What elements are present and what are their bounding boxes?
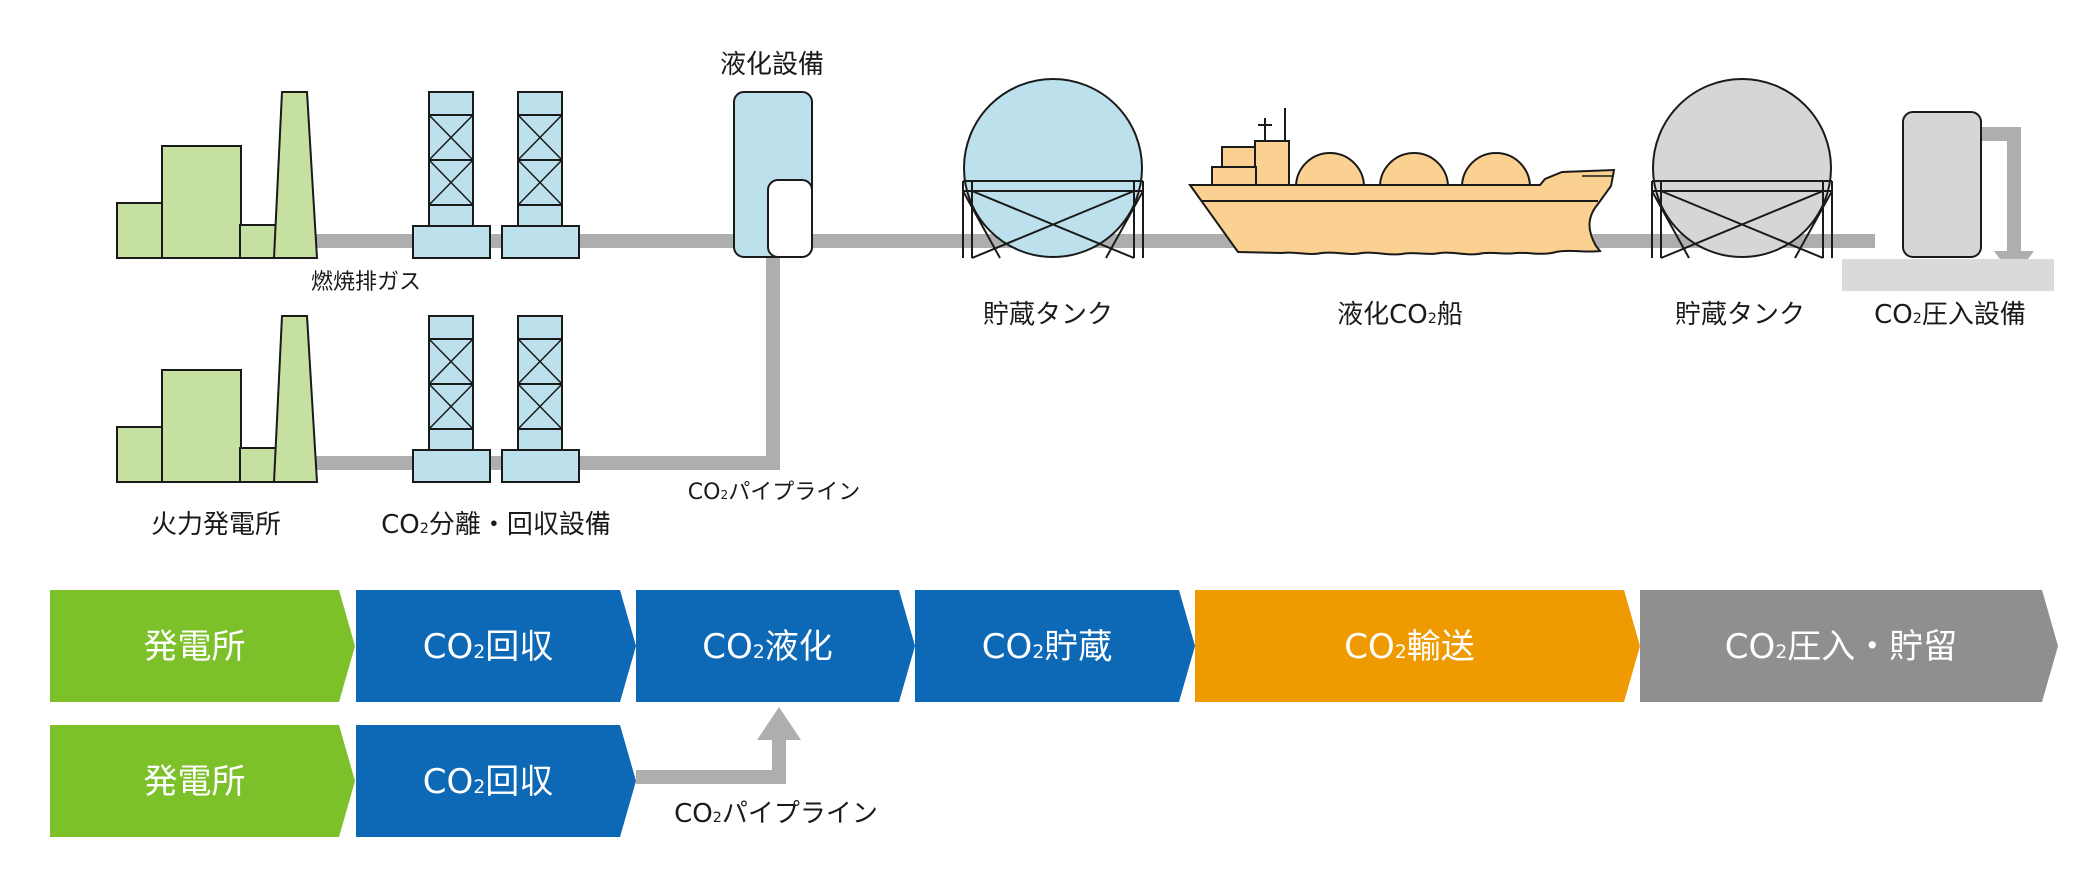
process-step-arrow: CO2圧入・貯留 xyxy=(1640,590,2058,702)
vertical-pipe xyxy=(766,252,780,470)
process-step-label: CO2貯蔵 xyxy=(982,627,1112,667)
process-step-shape xyxy=(50,725,355,837)
process-step-label: CO2回収 xyxy=(423,762,553,802)
process-step-shape xyxy=(915,590,1195,702)
process-step-label: 発電所 xyxy=(144,627,246,667)
process-step-shape xyxy=(356,725,636,837)
process-step-shape xyxy=(356,590,636,702)
liquefaction-facility-label: 液化設備 xyxy=(720,50,824,80)
co2-ship-label: 液化CO2船 xyxy=(1337,300,1463,330)
capture-tower-icon xyxy=(412,91,491,259)
capture-tower-icon xyxy=(412,315,491,483)
flow-row-secondary: 発電所 CO2回収 xyxy=(50,725,636,837)
process-step-arrow: CO2液化 xyxy=(636,590,915,702)
process-step-label: 発電所 xyxy=(144,762,246,802)
power-plant-icon xyxy=(116,315,319,483)
storage-tank-icon xyxy=(962,78,1144,259)
injection-pipe-v xyxy=(2007,127,2021,253)
diagram-labels: 液化設備 燃焼排ガス 貯蔵タンク 液化CO2船 貯蔵タンク CO2圧入設備 CO… xyxy=(151,50,2026,540)
power-plant-icon xyxy=(116,91,319,259)
storage-tank-icon xyxy=(1651,78,1833,259)
process-step-shape xyxy=(50,590,355,702)
power-plant-label: 火力発電所 xyxy=(151,510,281,540)
process-step-label: CO2輸送 xyxy=(1344,627,1474,667)
injection-facility-icon xyxy=(1902,111,1982,258)
pipeline-connector-arrowhead xyxy=(757,707,801,740)
pipeline-label: CO2パイプライン xyxy=(688,480,860,505)
process-step-arrow: CO2貯蔵 xyxy=(915,590,1195,702)
injection-facility-label: CO2圧入設備 xyxy=(1874,300,2026,330)
bottom-pipeline-label: CO2パイプライン xyxy=(674,799,878,829)
process-step-label: CO2圧入・貯留 xyxy=(1725,627,1957,667)
process-step-arrow: CO2回収 xyxy=(356,725,636,837)
process-step-label: CO2回収 xyxy=(423,627,553,667)
pipeline-connector-v xyxy=(772,738,786,784)
liquefaction-facility-icon xyxy=(733,91,813,258)
process-step-label: CO2液化 xyxy=(702,627,832,667)
capture-facility-label: CO2分離・回収設備 xyxy=(381,510,611,540)
co2-ship-icon xyxy=(1188,108,1616,256)
process-step-arrow: 発電所 xyxy=(50,725,355,837)
pipeline-connector-h xyxy=(636,770,786,784)
capture-tower-icon xyxy=(501,315,580,483)
process-step-shape xyxy=(636,590,915,702)
process-step-arrow: CO2輸送 xyxy=(1195,590,1640,702)
pipeline-connector xyxy=(636,707,801,784)
process-step-shape xyxy=(1640,590,2058,702)
process-step-arrow: 発電所 xyxy=(50,590,355,702)
ground-strip xyxy=(1842,259,2054,291)
storage-tank-label: 貯蔵タンク xyxy=(983,300,1113,330)
flow-row-main: 発電所 CO2回収 CO2液化 CO2貯蔵 CO2輸送 CO2圧入・貯留 xyxy=(50,590,2058,702)
combustion-exhaust-label: 燃焼排ガス xyxy=(311,270,421,295)
storage-tank-label: 貯蔵タンク xyxy=(1675,300,1805,330)
process-step-shape xyxy=(1195,590,1640,702)
process-step-arrow: CO2回収 xyxy=(356,590,636,702)
capture-tower-icon xyxy=(501,91,580,259)
